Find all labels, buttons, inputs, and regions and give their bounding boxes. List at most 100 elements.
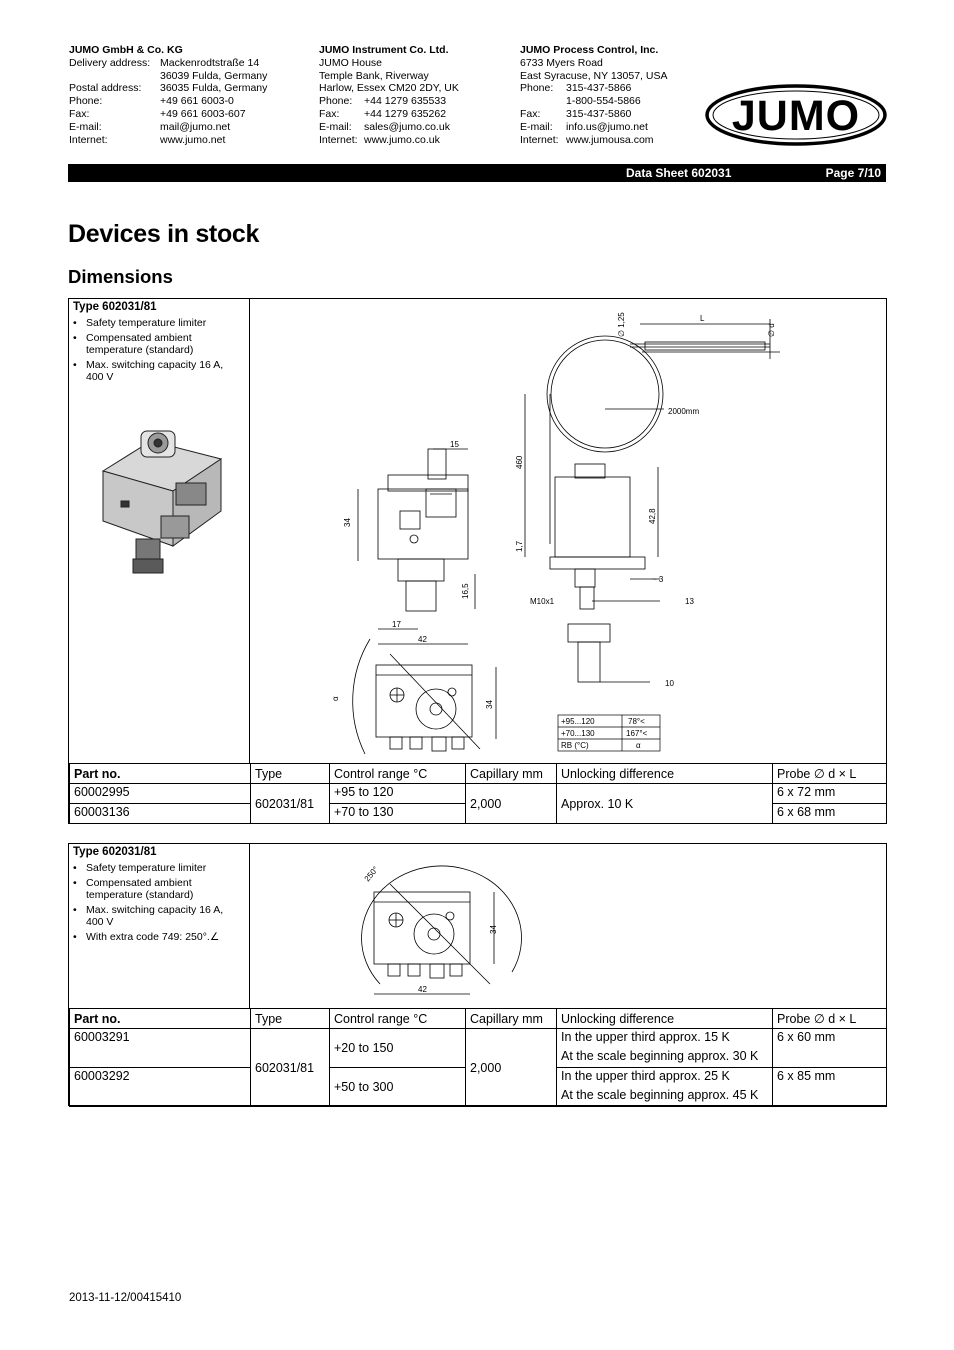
type-description: Type 602031/81 Safety temperature limite…	[69, 844, 250, 1008]
part-number: 60003136	[69, 803, 251, 824]
address-label: Fax:	[319, 107, 340, 120]
feature-item: Safety temperature limiter	[73, 317, 236, 330]
address-label: E-mail:	[520, 120, 553, 133]
dim-label: 17	[392, 620, 401, 629]
address-value[interactable]: www.jumo.net	[160, 133, 226, 146]
header-cell: Probe ∅ d × L	[772, 763, 887, 784]
capillary-cell: 2,000	[465, 783, 557, 824]
header-cell: Type	[250, 763, 330, 784]
address-label: Phone:	[520, 82, 554, 95]
dim-label: 34	[343, 518, 352, 527]
feature-item: Safety temperature limiter	[73, 862, 236, 875]
address-label: Postal address:	[69, 82, 142, 95]
address-value[interactable]: www.jumousa.com	[566, 133, 654, 146]
header-cell: Probe ∅ d × L	[772, 1008, 887, 1029]
address-value[interactable]: mail@jumo.net	[160, 120, 231, 133]
dimension-drawing-250: 250° 34 42	[361, 865, 522, 995]
address-value: +49 661 6003-0	[160, 95, 234, 108]
range-cell: +50 to 300	[329, 1067, 466, 1107]
address-row: Internet: www.jumousa.com	[520, 134, 667, 147]
capillary-label: 2000mm	[668, 407, 699, 416]
address-row: Internet: www.jumo.co.uk	[319, 134, 459, 147]
probe-cell: 6 x 68 mm	[772, 803, 887, 824]
range-cell: +70 to 130	[329, 803, 466, 824]
table-row: 60003136 +70 to 130 6 x 68 mm	[69, 803, 887, 824]
device-section-2: Type 602031/81 Safety temperature limite…	[68, 843, 887, 1107]
header-cell: Type	[250, 1008, 330, 1029]
address-value: Mackenrodtstraße 14	[160, 56, 260, 69]
header-bar: Data Sheet 602031 Page 7/10	[68, 164, 886, 182]
device-section-1: Type 602031/81 Safety temperature limite…	[68, 298, 887, 824]
address-label: Internet:	[319, 133, 358, 146]
address-row: 36039 Fulda, Germany	[69, 70, 267, 83]
type-cell: 602031/81	[250, 1028, 330, 1107]
capillary-cell: 2,000	[465, 1028, 557, 1107]
page-title: Devices in stock	[68, 220, 260, 248]
address-row: Fax:+49 661 6003-607	[69, 108, 267, 121]
range-cell: +95 to 120	[329, 783, 466, 804]
angle-table-cell: 78°<	[628, 717, 645, 726]
address-label	[520, 95, 566, 108]
address-row: E-mail:sales@jumo.co.uk	[319, 121, 459, 134]
address-value[interactable]: sales@jumo.co.uk	[364, 120, 450, 133]
address-value: 36035 Fulda, Germany	[160, 82, 268, 95]
page-number: Page 7/10	[825, 166, 881, 180]
address-row: Internet:www.jumo.net	[69, 134, 267, 147]
address-row: Delivery address: Mackenrodtstraße 14	[69, 57, 267, 70]
parts-table: Part no. Type Control range °C Capillary…	[69, 1008, 887, 1107]
probe-cell: 6 x 72 mm	[772, 783, 887, 804]
part-number: 60002995	[69, 783, 251, 804]
table-row: 60002995 602031/81 +95 to 120 2,000 Appr…	[69, 783, 887, 824]
address-value: 1-800-554-5866	[566, 95, 641, 108]
address-value: 36039 Fulda, Germany	[160, 69, 268, 82]
address-row: Phone: +49 661 6003-0	[69, 95, 267, 108]
angle-table-cell: RB (°C)	[561, 741, 589, 750]
dimension-drawing: 15 34 16,5 17 42 34 α L ∅ d ∅ 1,25 2000m…	[331, 312, 780, 755]
unlock-cell: At the scale beginning approx. 30 K	[556, 1048, 773, 1068]
range-cell: +20 to 150	[329, 1028, 466, 1068]
address-label: Internet:	[520, 133, 559, 146]
dim-label: 34	[489, 925, 498, 934]
table-row: 60003291 602031/81 +20 to 150 2,000 In t…	[69, 1028, 887, 1107]
dim-label: 16,5	[461, 583, 470, 599]
address-value[interactable]: www.jumo.co.uk	[364, 133, 440, 146]
company-name: JUMO Process Control, Inc.	[520, 44, 659, 56]
address-line: Temple Bank, Riverway	[319, 69, 429, 82]
unlock-cell: In the upper third approx. 15 K	[556, 1028, 773, 1048]
section-heading: Dimensions	[68, 266, 173, 287]
jumo-logo: JUMO	[705, 84, 887, 146]
part-number: 60003292	[69, 1067, 251, 1107]
address-value[interactable]: info.us@jumo.net	[566, 120, 648, 133]
header-cell: Unlocking difference	[556, 1008, 773, 1029]
type-cell: 602031/81	[250, 783, 330, 824]
unlock-cell: At the scale beginning approx. 45 K	[556, 1087, 773, 1107]
dim-label: 42	[418, 985, 427, 994]
address-row: Phone:+44 1279 635533	[319, 95, 459, 108]
address-row: E-mail:mail@jumo.net	[69, 121, 267, 134]
address-value: 315-437-5866	[566, 82, 632, 95]
address-row: Fax: +44 1279 635262	[319, 108, 459, 121]
address-value: +44 1279 635262	[364, 107, 447, 120]
dim-label: ~ 3	[652, 575, 664, 584]
wrench-size: 10	[665, 679, 674, 688]
address-label: Delivery address:	[69, 56, 151, 69]
address-value: +49 661 6003-607	[160, 107, 246, 120]
table-row: At the scale beginning approx. 45 K	[70, 1087, 887, 1107]
part-number: 60003291	[69, 1028, 251, 1068]
table-row: At the scale beginning approx. 30 K	[70, 1048, 887, 1068]
dim-label: 1,7	[515, 540, 524, 552]
dim-label: 15	[450, 440, 459, 449]
feature-item: Compensated ambient temperature (standar…	[73, 332, 236, 357]
header-cell: Part no.	[69, 763, 251, 784]
address-line: JUMO House	[319, 56, 383, 69]
dim-label: ∅ d	[767, 323, 776, 337]
probe-cell: 6 x 60 mm	[772, 1028, 887, 1068]
logo-text: JUMO	[732, 92, 860, 140]
address-row: 1-800-554-5866	[520, 95, 667, 108]
type-label: Type 602031/81	[73, 301, 157, 313]
address-row: Postal address: 36035 Fulda, Germany	[69, 82, 267, 95]
address-label: Phone:	[69, 95, 103, 108]
address-label: Phone:	[319, 95, 353, 108]
company-name: JUMO Instrument Co. Ltd.	[319, 44, 449, 56]
address-line: Harlow, Essex CM20 2DY, UK	[319, 82, 459, 95]
